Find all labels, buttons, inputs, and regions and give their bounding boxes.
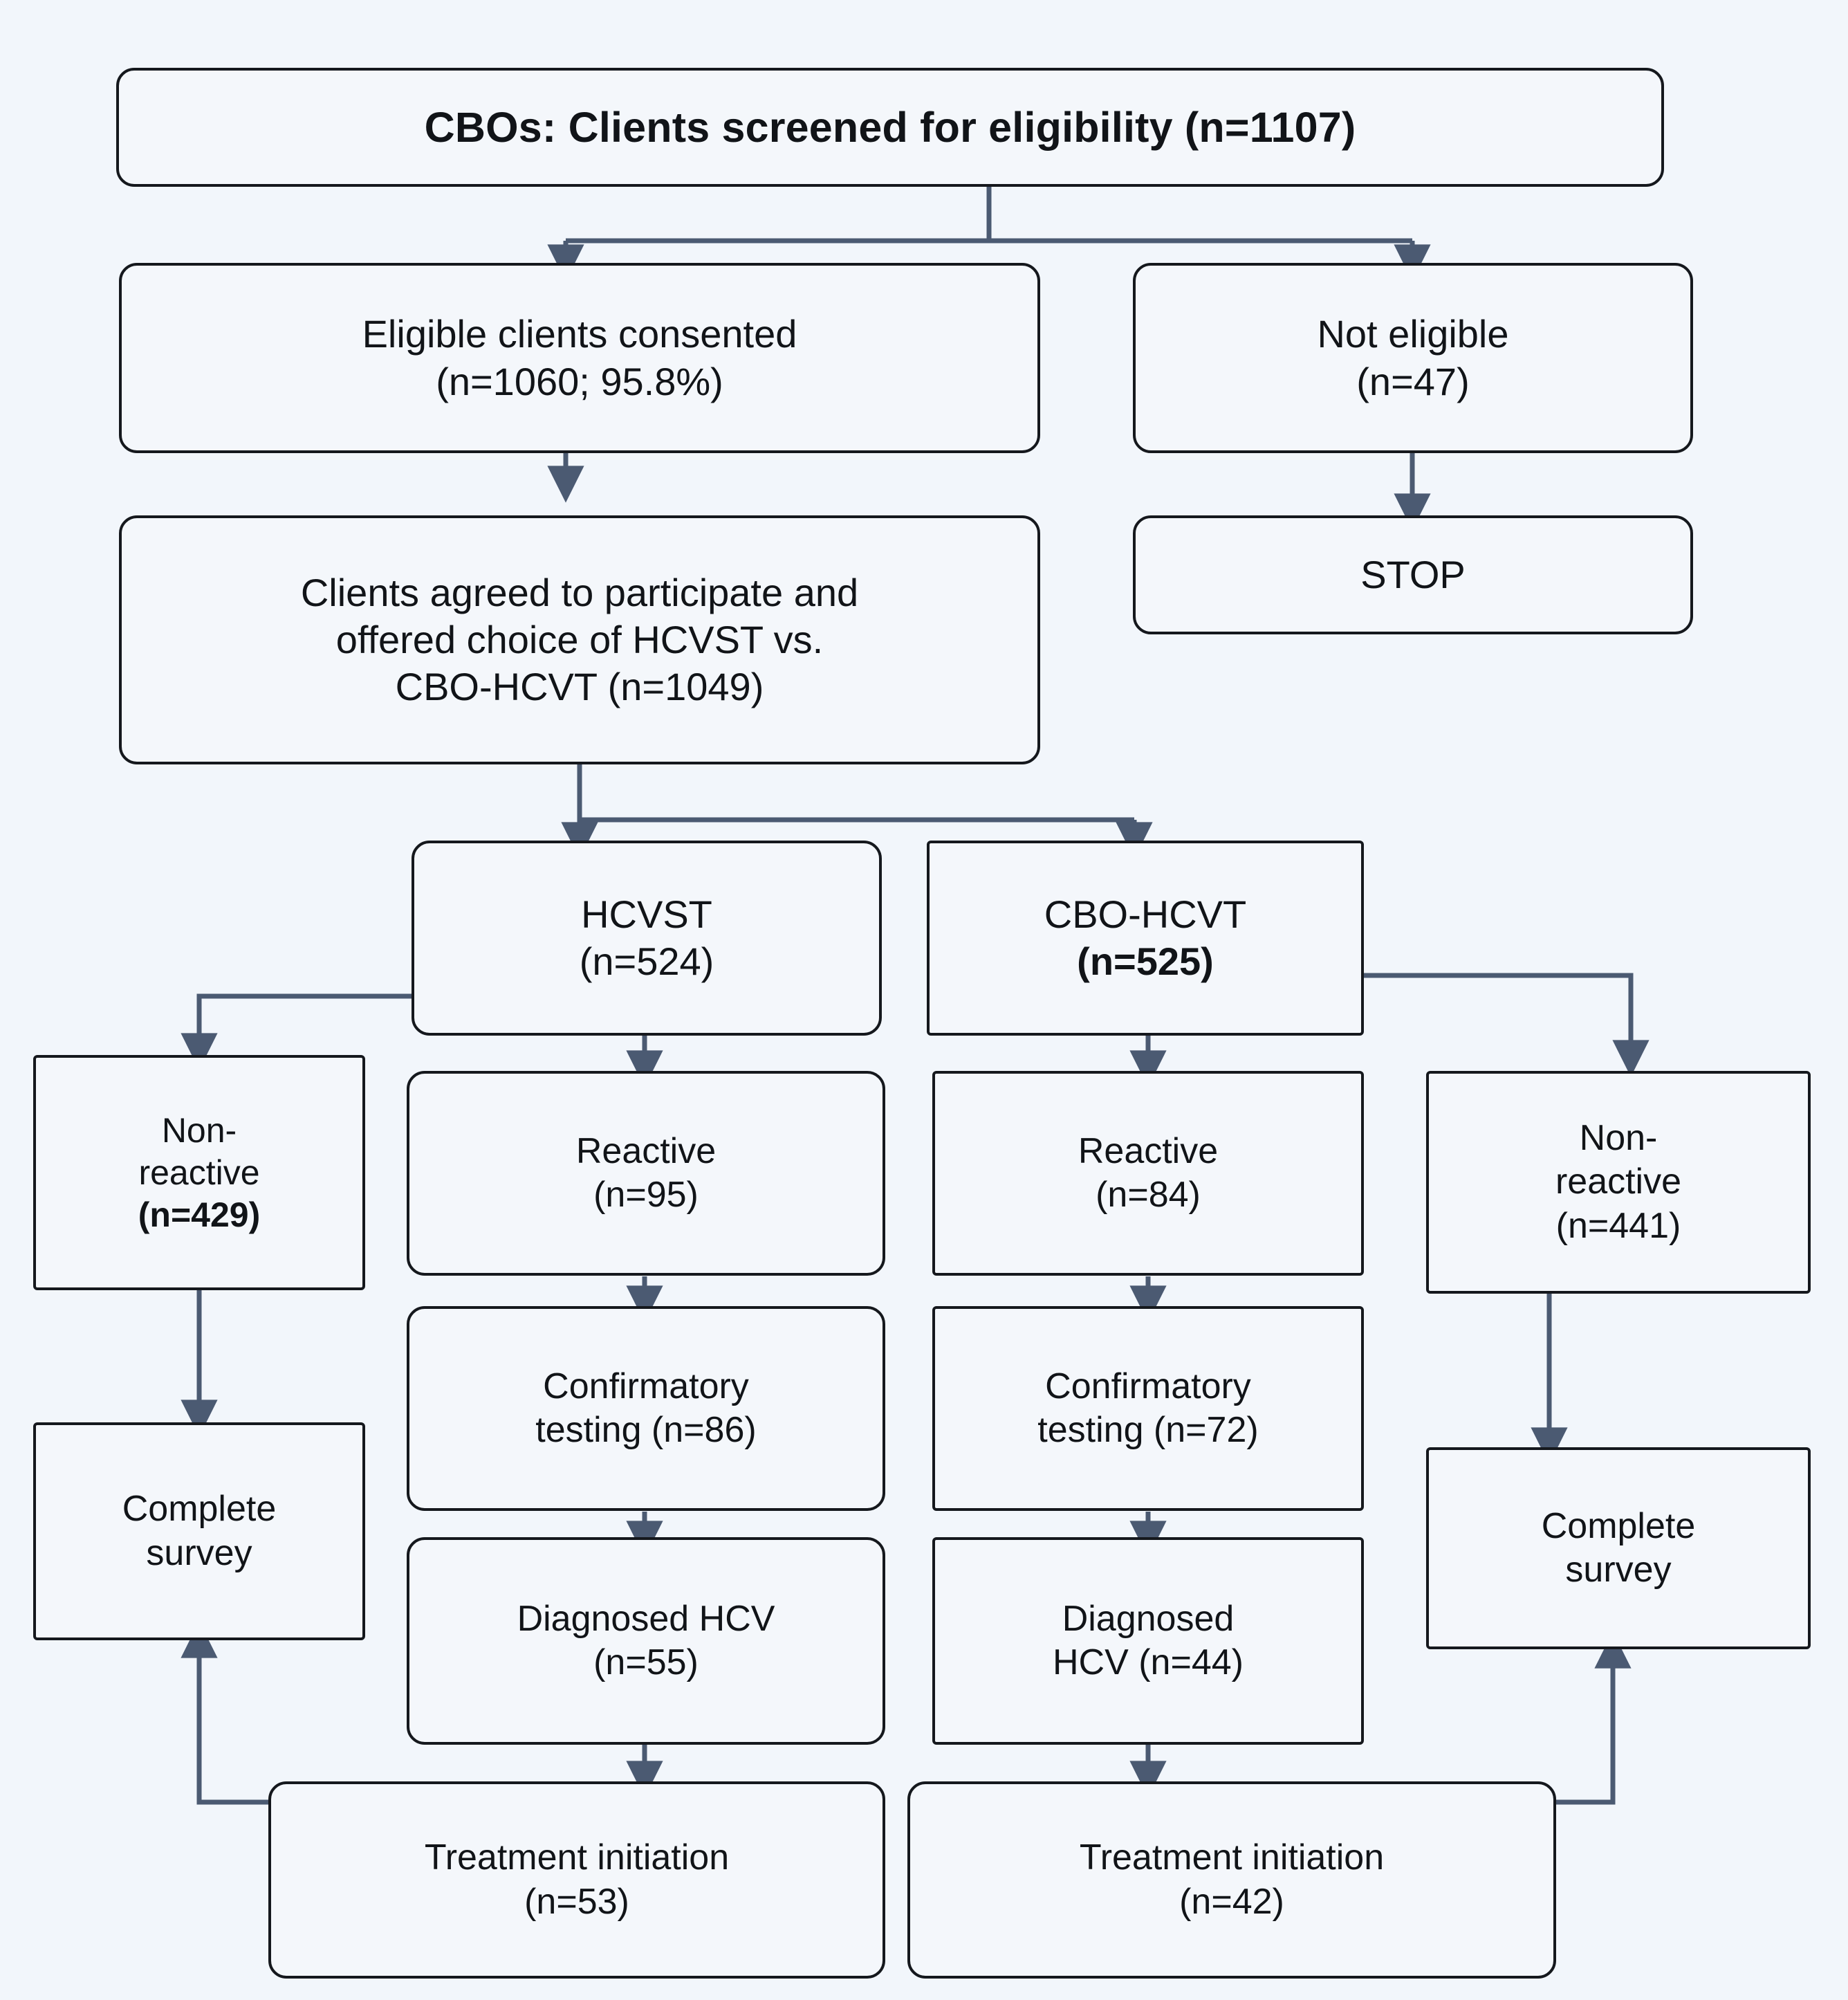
node-stop-label: STOP bbox=[1360, 552, 1466, 596]
node-hcvst-treatment-line2: (n=53) bbox=[524, 1881, 629, 1922]
node-hcvst-survey-line1: Complete bbox=[122, 1489, 277, 1530]
node-cbo-treatment-line2: (n=42) bbox=[1179, 1881, 1284, 1922]
node-agreed-line1: Clients agreed to participate and bbox=[300, 570, 859, 614]
node-hcvst-treatment[interactable]: Treatment initiation (n=53) bbox=[268, 1781, 885, 1979]
node-cbo-nonreactive[interactable]: Non- reactive (n=441) bbox=[1426, 1071, 1811, 1294]
node-hcvst-nonreactive[interactable]: Non- reactive (n=429) bbox=[33, 1055, 365, 1290]
node-hcvst-diagnosed[interactable]: Diagnosed HCV (n=55) bbox=[407, 1537, 885, 1745]
node-cbo-survey[interactable]: Complete survey bbox=[1426, 1447, 1811, 1649]
node-cbo-reactive[interactable]: Reactive (n=84) bbox=[932, 1071, 1364, 1276]
node-hcvst-survey[interactable]: Complete survey bbox=[33, 1422, 365, 1640]
node-cbo-diagnosed-line2: HCV (n=44) bbox=[1053, 1642, 1244, 1682]
node-consented-line1: Eligible clients consented bbox=[362, 312, 797, 356]
node-cbo-diagnosed[interactable]: Diagnosed HCV (n=44) bbox=[932, 1537, 1364, 1745]
node-stop[interactable]: STOP bbox=[1133, 515, 1693, 634]
node-consented-line2: (n=1060; 95.8%) bbox=[436, 359, 723, 403]
node-screened[interactable]: CBOs: Clients screened for eligibility (… bbox=[116, 68, 1664, 187]
node-cbo-hcvt[interactable]: CBO-HCVT (n=525) bbox=[927, 841, 1364, 1036]
node-cbo-reactive-line1: Reactive bbox=[1078, 1130, 1219, 1171]
node-hcvst-reactive-line2: (n=95) bbox=[593, 1175, 699, 1215]
node-cbo-confirm[interactable]: Confirmatory testing (n=72) bbox=[932, 1306, 1364, 1511]
edge-treatment-survey-right bbox=[1556, 1631, 1632, 1805]
node-hcvst-confirm-line2: testing (n=86) bbox=[535, 1410, 757, 1450]
node-agreed[interactable]: Clients agreed to participate and offere… bbox=[119, 515, 1040, 764]
node-hcvst-nonreactive-line2: reactive bbox=[138, 1153, 260, 1192]
node-hcvst-line2: (n=524) bbox=[579, 939, 714, 983]
node-hcvst[interactable]: HCVST (n=524) bbox=[412, 841, 882, 1036]
edge-treatment-survey-left bbox=[181, 1621, 268, 1805]
node-cbo-nonreactive-line3: (n=441) bbox=[1555, 1205, 1681, 1246]
node-hcvst-nonreactive-line1: Non- bbox=[161, 1110, 237, 1150]
node-cbo-hcvt-line2: (n=525) bbox=[1077, 939, 1214, 983]
node-not-eligible-line1: Not eligible bbox=[1317, 312, 1509, 356]
node-cbo-treatment[interactable]: Treatment initiation (n=42) bbox=[907, 1781, 1556, 1979]
node-cbo-confirm-line1: Confirmatory bbox=[1045, 1366, 1251, 1406]
node-hcvst-diagnosed-line2: (n=55) bbox=[593, 1642, 699, 1682]
node-hcvst-confirm[interactable]: Confirmatory testing (n=86) bbox=[407, 1306, 885, 1511]
node-not-eligible[interactable]: Not eligible (n=47) bbox=[1133, 263, 1693, 453]
node-cbo-survey-line1: Complete bbox=[1541, 1505, 1696, 1546]
node-hcvst-reactive[interactable]: Reactive (n=95) bbox=[407, 1071, 885, 1276]
node-cbo-survey-line2: survey bbox=[1565, 1550, 1672, 1590]
node-cbo-diagnosed-line1: Diagnosed bbox=[1062, 1598, 1235, 1639]
node-not-eligible-line2: (n=47) bbox=[1356, 359, 1470, 403]
edge-cbo-nonreactive bbox=[1364, 973, 1650, 1077]
node-hcvst-diagnosed-line1: Diagnosed HCV bbox=[517, 1598, 775, 1639]
node-cbo-reactive-line2: (n=84) bbox=[1096, 1175, 1201, 1215]
node-hcvst-survey-line2: survey bbox=[146, 1532, 252, 1573]
node-cbo-nonreactive-line1: Non- bbox=[1579, 1117, 1658, 1158]
edge-hcvst-nonreactive bbox=[181, 993, 412, 1070]
node-consented[interactable]: Eligible clients consented (n=1060; 95.8… bbox=[119, 263, 1040, 453]
node-cbo-treatment-line1: Treatment initiation bbox=[1079, 1837, 1385, 1878]
node-cbo-nonreactive-line2: reactive bbox=[1555, 1162, 1682, 1202]
node-hcvst-treatment-line1: Treatment initiation bbox=[424, 1837, 730, 1878]
node-hcvst-reactive-line1: Reactive bbox=[575, 1130, 717, 1171]
node-cbo-confirm-line2: testing (n=72) bbox=[1037, 1410, 1259, 1450]
node-hcvst-confirm-line1: Confirmatory bbox=[543, 1366, 749, 1406]
node-agreed-line3: CBO-HCVT (n=1049) bbox=[395, 665, 764, 709]
node-hcvst-nonreactive-line3: (n=429) bbox=[138, 1195, 261, 1234]
node-cbo-hcvt-line1: CBO-HCVT bbox=[1044, 892, 1247, 936]
node-hcvst-line1: HCVST bbox=[581, 892, 712, 936]
node-screened-label: CBOs: Clients screened for eligibility (… bbox=[424, 103, 1356, 151]
node-agreed-line2: offered choice of HCVST vs. bbox=[335, 617, 824, 661]
